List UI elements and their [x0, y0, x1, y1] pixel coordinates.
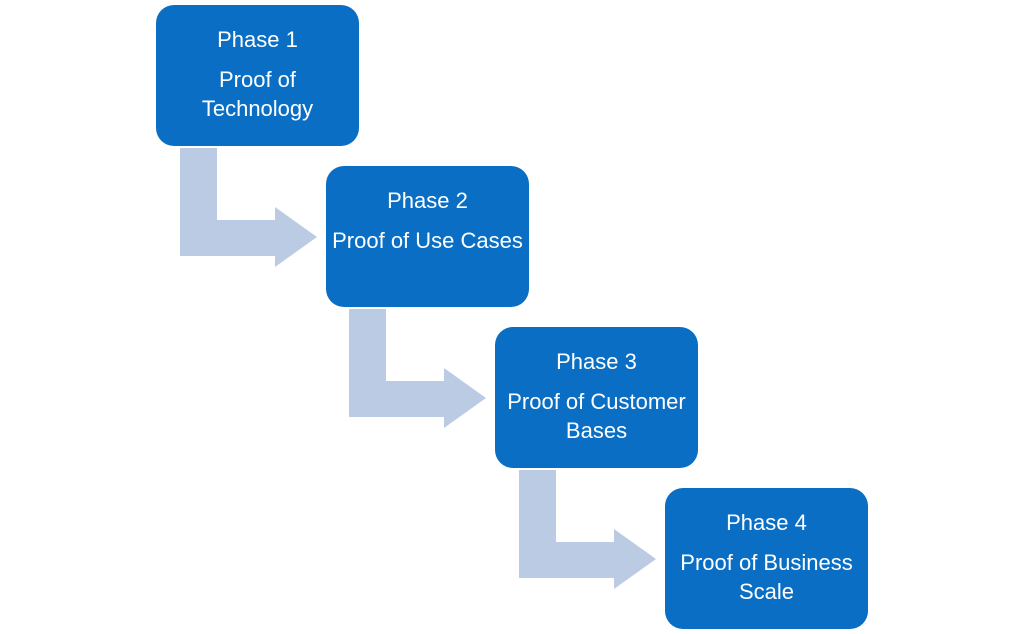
phase-description: Proof of Business Scale — [680, 550, 853, 604]
phase-title: Phase 4 — [726, 510, 807, 535]
phase-description: Proof of Technology — [201, 67, 314, 121]
phase-title: Phase 1 — [217, 27, 298, 52]
phase-box-2: Phase 2 Proof of Use Cases — [326, 166, 529, 307]
phase-box-4: Phase 4 Proof of Business Scale — [665, 488, 868, 629]
bent-arrow-2-to-3 — [349, 309, 486, 428]
phase-title: Phase 3 — [556, 349, 637, 374]
phase-description: Proof of Customer Bases — [507, 389, 686, 443]
phase-description: Proof of Use Cases — [332, 228, 523, 253]
phase-title: Phase 2 — [387, 188, 468, 213]
phase-box-3: Phase 3 Proof of Customer Bases — [495, 327, 698, 468]
bent-arrow-3-to-4 — [519, 470, 656, 589]
phase-box-1: Phase 1 Proof of Technology — [156, 5, 359, 146]
bent-arrow-1-to-2 — [180, 148, 317, 267]
